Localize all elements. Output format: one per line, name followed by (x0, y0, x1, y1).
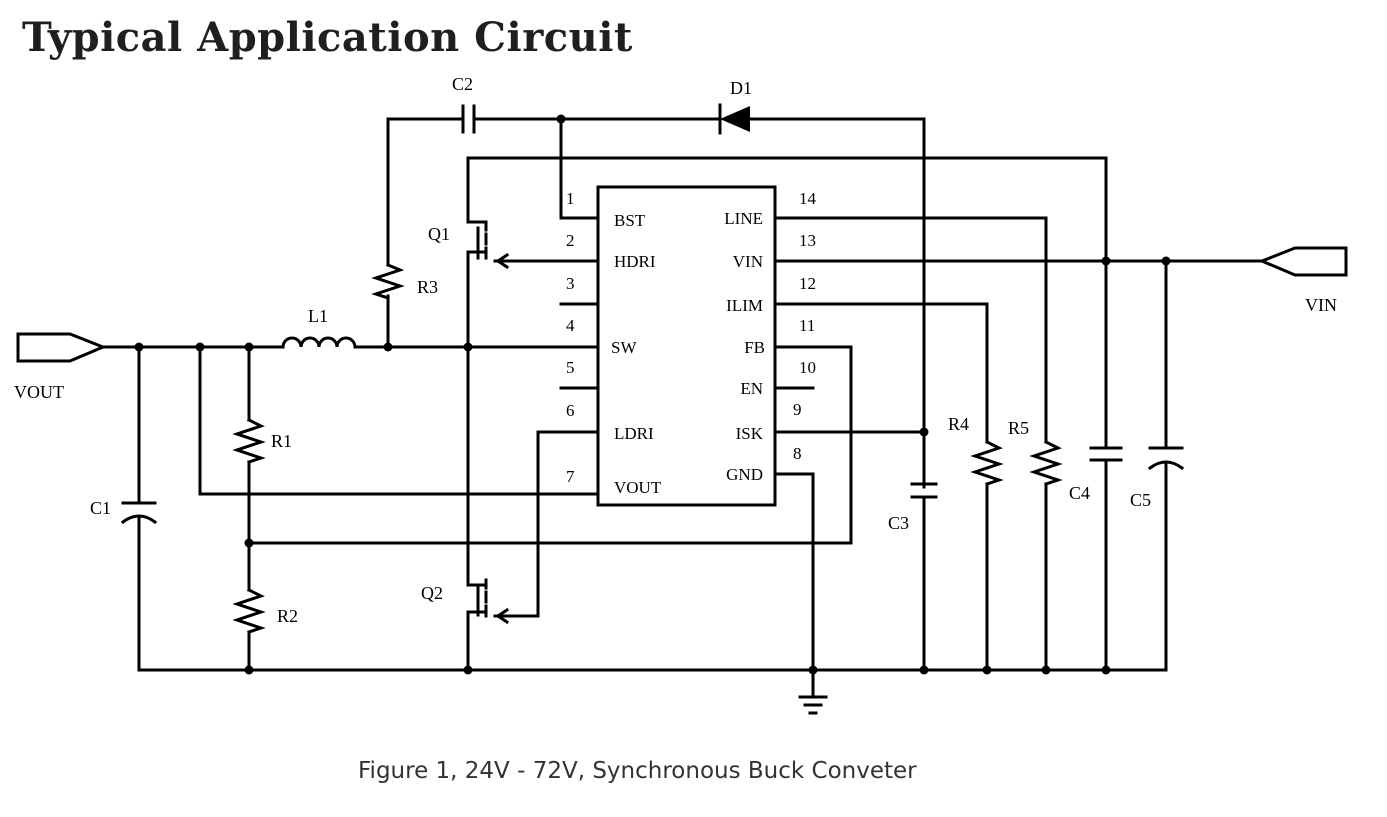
mosfet-q1 (476, 220, 510, 270)
pin-label-vin: VIN (733, 252, 763, 271)
resistor-r2 (232, 587, 266, 634)
pin-number: 3 (566, 274, 575, 293)
label-r3: R3 (417, 277, 438, 297)
capacitor-c4 (1089, 446, 1123, 462)
mosfet-q2 (476, 578, 510, 625)
label-c5: C5 (1130, 490, 1151, 510)
label-r2: R2 (277, 606, 298, 626)
label-r1: R1 (271, 431, 292, 451)
label-c1: C1 (90, 498, 111, 518)
pin-label-fb: FB (744, 338, 765, 357)
junction-dots (134, 114, 1171, 675)
pin-label-en: EN (740, 379, 763, 398)
label-c3: C3 (888, 513, 909, 533)
resistor-r1 (232, 417, 266, 464)
pin-label-sw: SW (611, 338, 637, 357)
pin-label-line: LINE (724, 209, 763, 228)
pin-number: 7 (566, 467, 575, 486)
label-r4: R4 (948, 414, 969, 434)
vout-port (16, 332, 107, 363)
ic-right-pin-numbers: 14 13 12 11 10 9 8 (793, 189, 817, 463)
figure-caption: Figure 1, 24V - 72V, Synchronous Buck Co… (358, 758, 917, 784)
pin-label-hdri: HDRI (614, 252, 656, 271)
capacitor-c5 (1147, 446, 1185, 471)
resistor-r4 (970, 439, 1004, 486)
ic-left-pin-numbers: 1 2 3 4 5 6 7 (566, 189, 575, 486)
pin-number: 6 (566, 401, 575, 420)
pin-number: 11 (799, 316, 815, 335)
label-c4: C4 (1069, 483, 1090, 503)
pin-label-bst: BST (614, 211, 646, 230)
pin-number: 1 (566, 189, 575, 208)
label-q2: Q2 (421, 583, 443, 603)
ic-left-pin-names: BST HDRI SW LDRI VOUT (611, 211, 662, 497)
capacitor-c1 (120, 501, 158, 525)
capacitor-c2 (461, 104, 476, 134)
label-l1: L1 (308, 306, 328, 326)
ground-icon (798, 695, 828, 715)
label-c2: C2 (452, 74, 473, 94)
pin-label-gnd: GND (726, 465, 763, 484)
pin-number: 9 (793, 400, 802, 419)
ic-body (596, 185, 777, 507)
label-r5: R5 (1008, 418, 1029, 438)
label-vin-port: VIN (1305, 295, 1337, 315)
pin-label-ldri: LDRI (614, 424, 654, 443)
pin-number: 12 (799, 274, 816, 293)
resistor-r5 (1029, 439, 1063, 486)
wires (101, 117, 1264, 699)
pin-number: 5 (566, 358, 575, 377)
capacitor-c3 (910, 482, 938, 499)
resistor-r3 (371, 263, 405, 300)
label-vout-port: VOUT (14, 382, 64, 402)
label-d1: D1 (730, 78, 752, 98)
pin-label-isk: ISK (736, 424, 764, 443)
pin-number: 8 (793, 444, 802, 463)
pin-number: 10 (799, 358, 816, 377)
label-q1: Q1 (428, 224, 450, 244)
ic-right-pin-names: LINE VIN ILIM FB EN ISK GND (724, 209, 765, 484)
diode-d1 (718, 103, 750, 135)
pin-label-vout: VOUT (614, 478, 662, 497)
vin-port (1258, 246, 1348, 277)
pin-number: 2 (566, 231, 575, 250)
pin-number: 4 (566, 316, 575, 335)
pin-label-ilim: ILIM (726, 296, 763, 315)
pin-number: 13 (799, 231, 816, 250)
diagram-title: Typical Application Circuit (22, 14, 633, 61)
pin-number: 14 (799, 189, 817, 208)
inductor-l1 (281, 336, 357, 349)
